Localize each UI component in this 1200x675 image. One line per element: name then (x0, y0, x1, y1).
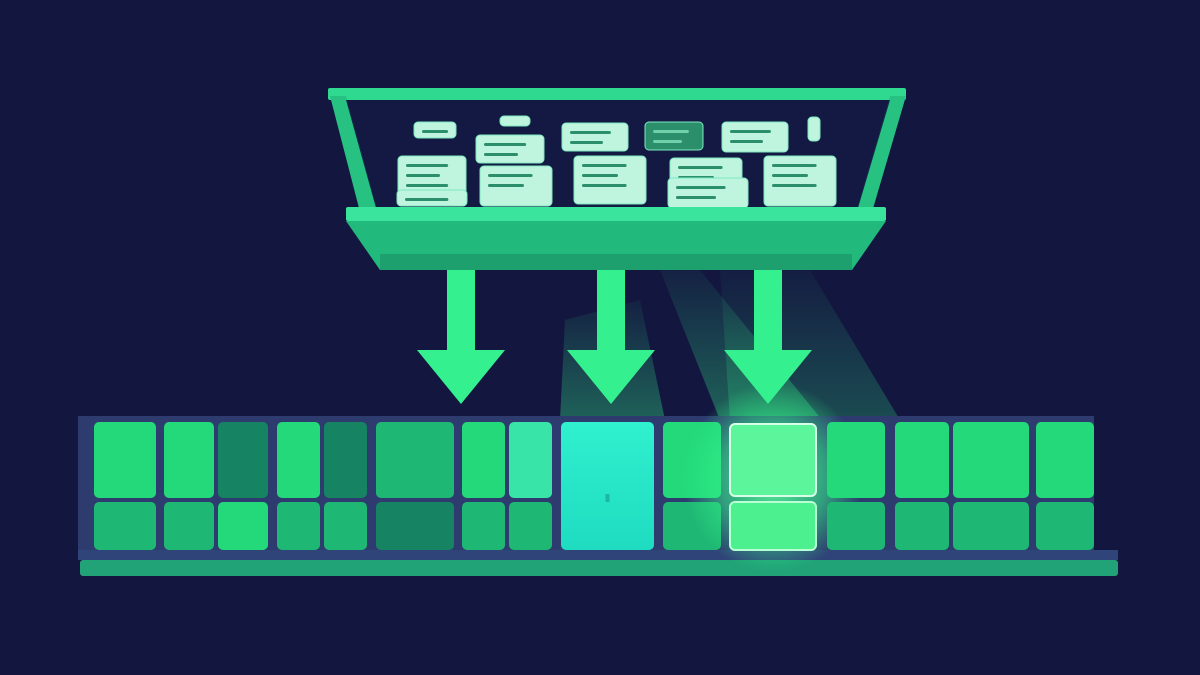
memory-cell-icon (827, 422, 885, 550)
memory-cell-icon (164, 422, 268, 550)
card-stack (396, 115, 837, 209)
card-icon (721, 121, 789, 153)
cell-row (94, 383, 1094, 573)
memory-cell-icon (376, 422, 454, 550)
card-icon (807, 116, 821, 142)
down-arrow-icon (417, 270, 505, 404)
memory-cell-icon (561, 422, 654, 550)
memory-cell-icon (953, 422, 1029, 550)
memory-cell-icon (462, 422, 552, 550)
card-icon (573, 155, 647, 205)
tray-icon (328, 88, 906, 270)
card-icon (644, 121, 704, 151)
memory-cell-icon (1036, 422, 1094, 550)
card-icon (396, 189, 468, 207)
card-icon (475, 134, 545, 164)
card-icon (479, 165, 553, 207)
card-icon (499, 115, 531, 127)
card-icon (763, 155, 837, 207)
down-arrow-icon (724, 270, 812, 404)
down-arrow-icon (567, 270, 655, 404)
memory-cell-icon (94, 422, 156, 550)
memory-cell-icon (895, 422, 949, 550)
arrow-group (417, 270, 812, 404)
memory-strip (78, 383, 1118, 576)
card-icon (667, 177, 749, 209)
card-icon (561, 122, 629, 152)
card-icon (413, 121, 457, 139)
memory-cell-icon (277, 422, 367, 550)
memory-cell-icon (683, 383, 863, 573)
